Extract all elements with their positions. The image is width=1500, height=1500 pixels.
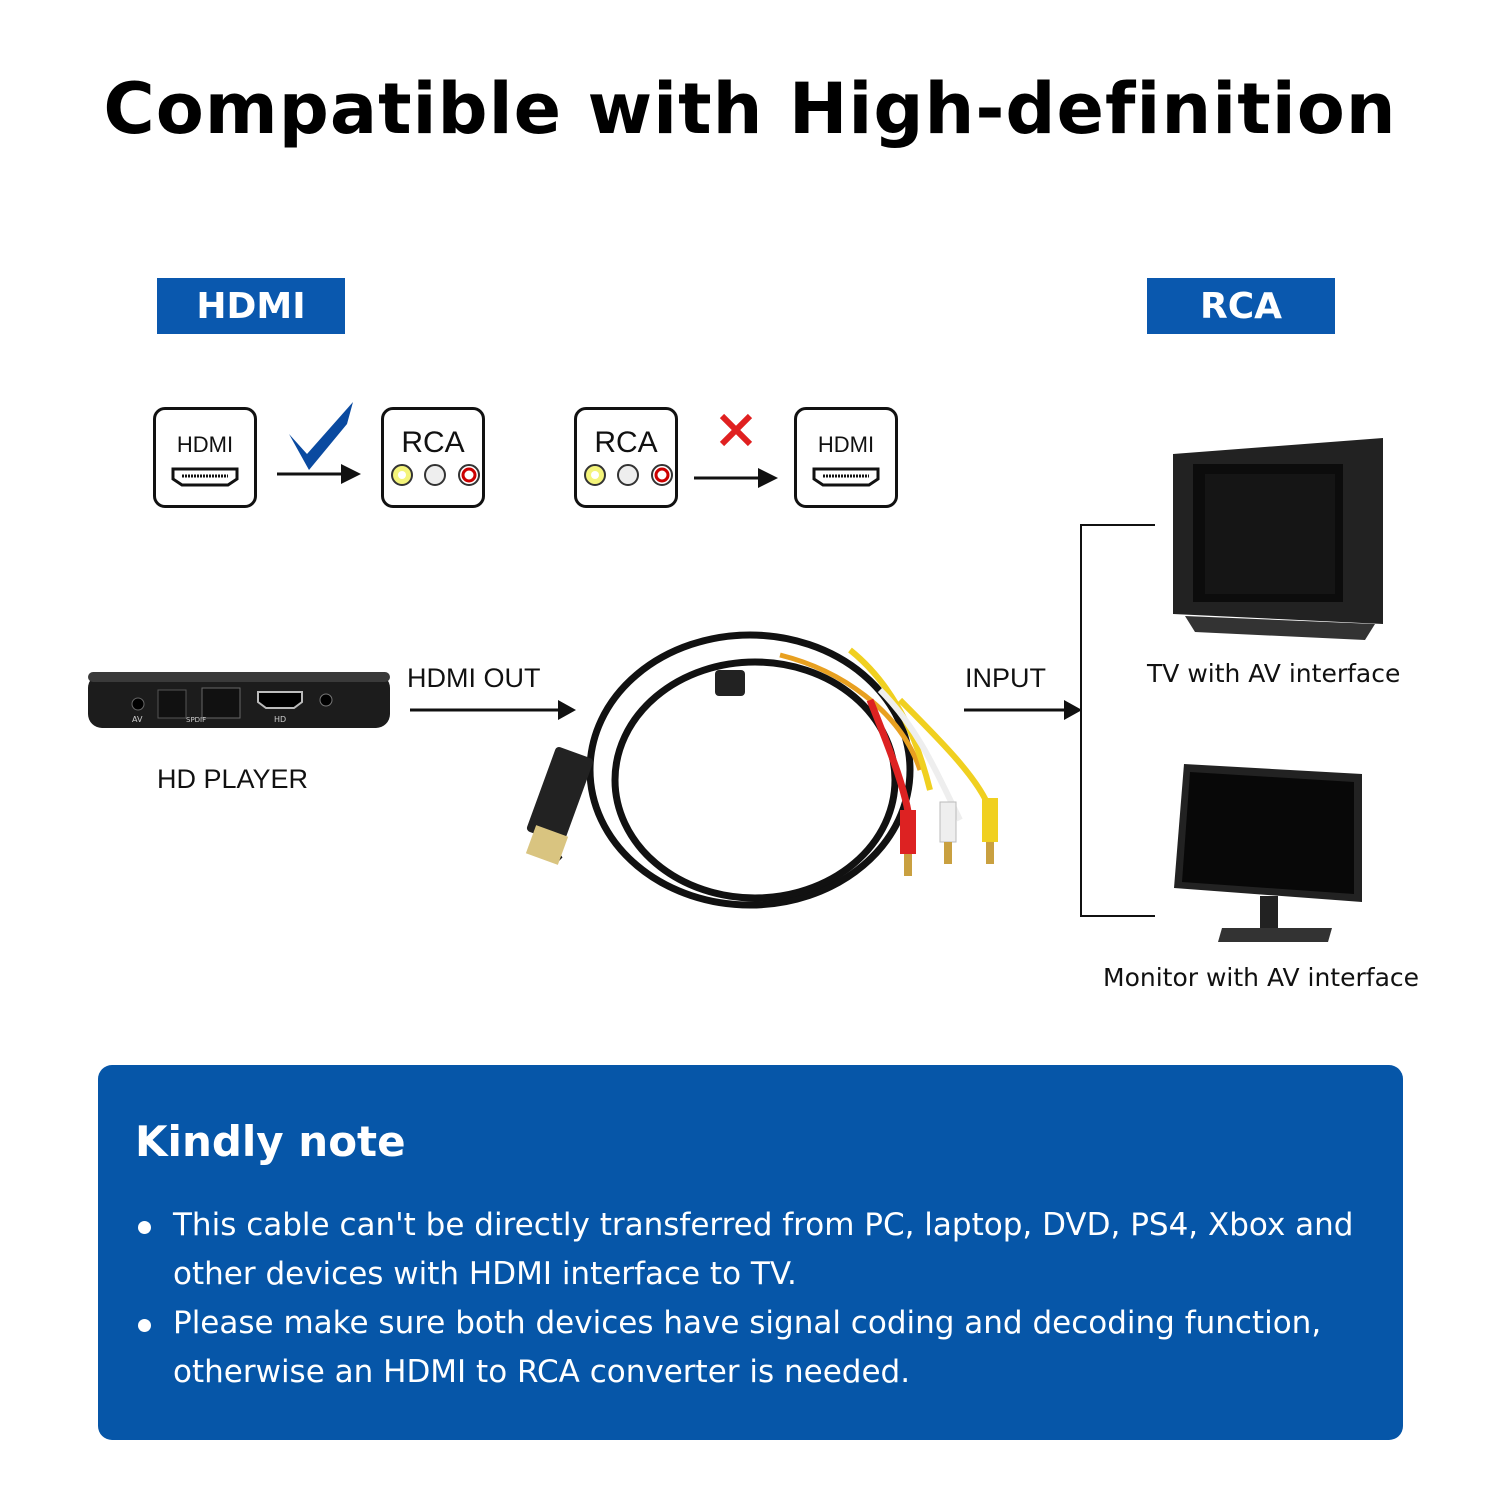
arrow-right-icon: [410, 700, 576, 720]
hdmi-label: HDMI: [176, 432, 234, 457]
note-bullet: This cable can't be directly transferred…: [135, 1201, 1403, 1299]
page-title: Compatible with High-definition: [103, 68, 1397, 150]
rca-target-icon-box: RCA: [381, 407, 485, 508]
hdmi-badge: HDMI: [157, 278, 345, 334]
note-bullet: Please make sure both devices have signa…: [135, 1299, 1403, 1397]
crt-tv-image: [1173, 438, 1383, 640]
bracket-connector: [1080, 524, 1155, 917]
monitor-label: Monitor with AV interface: [1103, 963, 1420, 992]
checkmark-icon: [277, 402, 361, 484]
spdif-port-label: SPDIF: [186, 716, 206, 724]
note-heading: Kindly note: [135, 1117, 406, 1166]
hd-port-label: HD: [274, 715, 286, 724]
hdmi-target-icon-box: HDMI: [794, 407, 898, 508]
hd-player-label: HD PLAYER: [157, 764, 309, 794]
input-label: INPUT: [965, 663, 1046, 693]
rca-label: RCA: [594, 426, 658, 459]
tv-label: TV with AV interface: [1147, 659, 1401, 688]
kindly-note-panel: Kindly note This cable can't be directly…: [98, 1065, 1403, 1440]
x-mark-icon: [694, 413, 778, 488]
rca-label: RCA: [401, 426, 465, 459]
av-port-label: AV: [132, 715, 143, 724]
hdmi-label: HDMI: [817, 432, 875, 457]
hdmi-port-icon: [812, 467, 880, 487]
hdmi-source-icon-box: HDMI: [153, 407, 257, 508]
hdmi-to-rca-cable-image: [525, 631, 998, 909]
note-list: This cable can't be directly transferred…: [135, 1201, 1403, 1397]
rca-source-icon-box: RCA: [574, 407, 678, 508]
hdmi-port-icon: [171, 467, 239, 487]
hd-player-image: AV SPDIF HD: [88, 672, 390, 728]
rca-badge: RCA: [1147, 278, 1335, 334]
hdmi-out-label: HDMI OUT: [407, 663, 541, 693]
monitor-image: [1174, 764, 1362, 942]
rca-ports-icon: [391, 464, 480, 486]
rca-ports-icon: [584, 464, 673, 486]
arrow-right-icon: [964, 700, 1082, 720]
